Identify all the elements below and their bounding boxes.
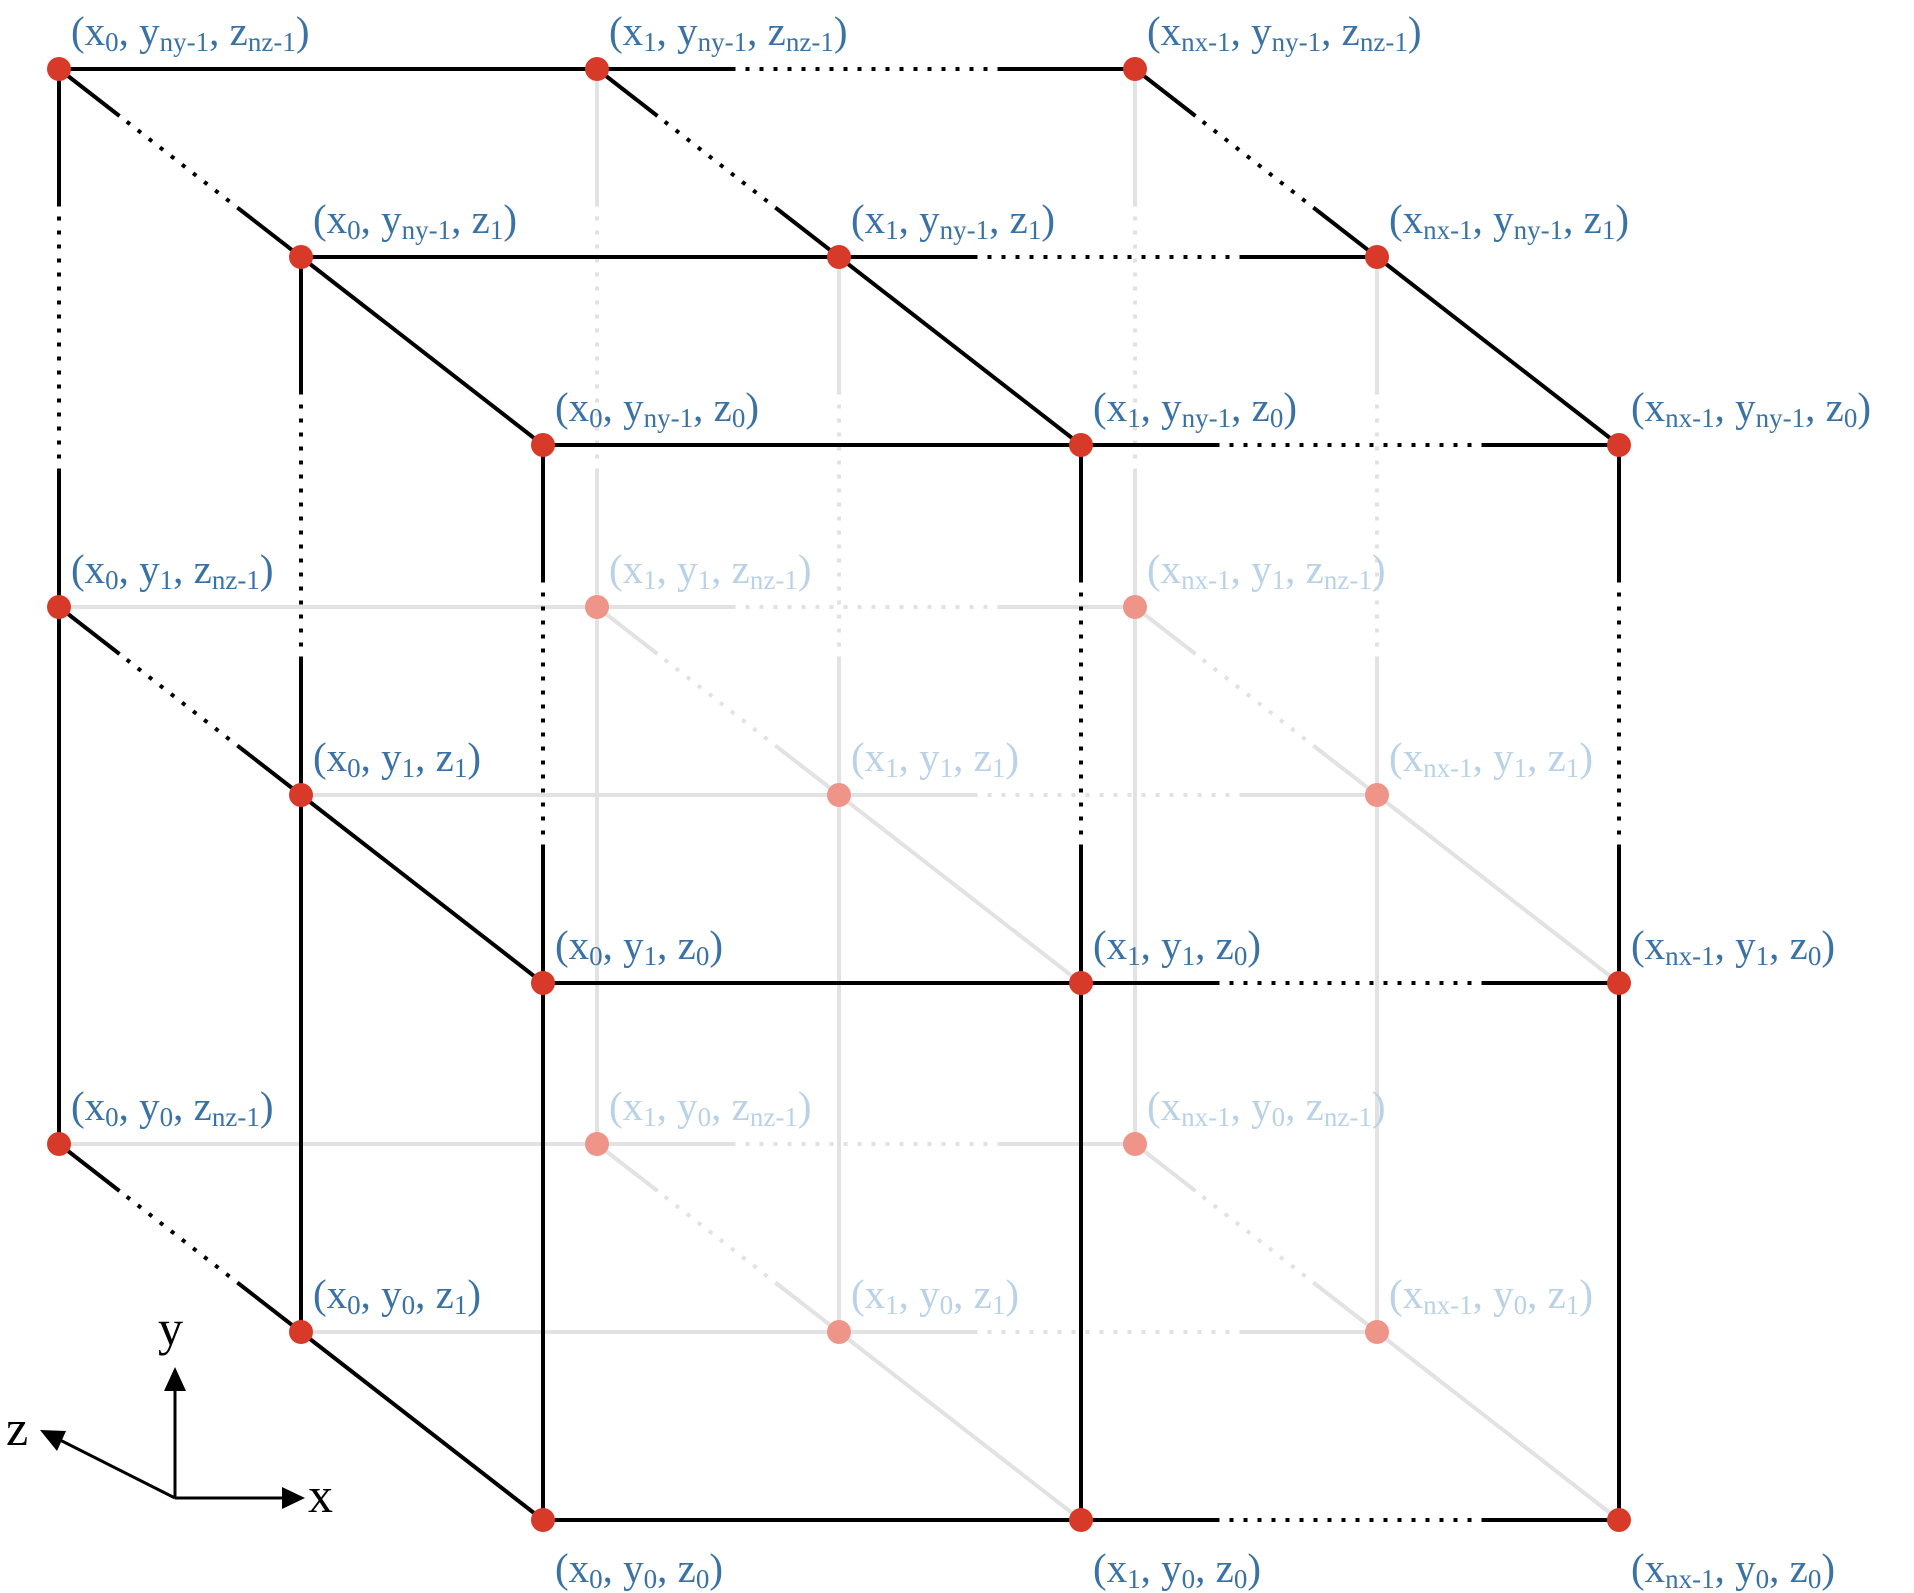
node-xn_yn_zn (1123, 57, 1147, 81)
node-x1_y1_zn (585, 595, 609, 619)
edge-x0_y1_z0-x0_y1_z1 (299, 793, 545, 985)
node-x1_y1_z0 (1069, 971, 1093, 995)
node-x0_y0_z0 (531, 1508, 555, 1532)
node-label-x0_y0_z1: (x0, y0, z1) (313, 1271, 481, 1320)
node-xn_y1_z1 (1365, 783, 1389, 807)
node-xn_y1_zn (1123, 595, 1147, 619)
node-label-xn_y0_z0: (xnx-1, y0, z0) (1631, 1545, 1835, 1593)
node-label-x0_y1_zn: (x0, y1, znz-1) (71, 546, 274, 595)
edge-xn_yn_z0-xn_yn_z1 (1375, 255, 1621, 447)
edge-x1_y0_z1-x1_y0_zn (595, 1142, 841, 1334)
x-arrowhead (282, 1487, 305, 1509)
node-label-x1_yn_z1: (x1, yny-1, z1) (851, 196, 1055, 245)
node-x0_yn_zn (47, 57, 71, 81)
node-label-xn_y1_z0: (xnx-1, y1, z0) (1631, 922, 1835, 971)
edge-xn_y1_z1-xn_y1_zn (1133, 605, 1379, 797)
node-x1_y0_z0 (1069, 1508, 1093, 1532)
node-xn_yn_z0 (1607, 433, 1631, 457)
node-x0_y0_z1 (289, 1320, 313, 1344)
node-label-xn_y1_z1: (xnx-1, y1, z1) (1389, 734, 1593, 783)
axis-indicator: x y z (6, 1300, 333, 1523)
node-x0_yn_z1 (289, 245, 313, 269)
edge-x1_yn_z1-x1_yn_zn (595, 67, 841, 259)
edge-x0_y1_z1-x0_y1_zn (57, 605, 303, 797)
node-label-xn_yn_z1: (xnx-1, yny-1, z1) (1389, 196, 1629, 245)
node-xn_y0_zn (1123, 1132, 1147, 1156)
node-xn_y0_z1 (1365, 1320, 1389, 1344)
node-label-xn_y0_z1: (xnx-1, y0, z1) (1389, 1271, 1593, 1320)
node-label-x0_y1_z0: (x0, y1, z0) (555, 922, 723, 971)
edge-x1_y1_z0-x1_y1_z1 (837, 793, 1083, 985)
node-label-x1_yn_zn: (x1, yny-1, znz-1) (609, 8, 848, 57)
node-label-x1_y1_z0: (x1, y1, z0) (1093, 922, 1261, 971)
grid-nodes (47, 57, 1631, 1532)
node-x1_y0_zn (585, 1132, 609, 1156)
node-x0_y0_zn (47, 1132, 71, 1156)
edge-x1_yn_z0-x1_yn_z1 (837, 255, 1083, 447)
node-xn_y1_z0 (1607, 971, 1631, 995)
node-labels: (x0, y0, z0) (x1, y0, z0) (xnx-1, y0, z0) (… (71, 8, 1871, 1593)
edge-x1_y1_z1-x1_y1_zn (595, 605, 841, 797)
node-label-x0_yn_z0: (x0, yny-1, z0) (555, 384, 759, 433)
node-x1_y0_z1 (827, 1320, 851, 1344)
edge-x0_yn_z0-x0_yn_z1 (299, 255, 545, 447)
node-label-x1_yn_z0: (x1, yny-1, z0) (1093, 384, 1297, 433)
node-xn_y0_z0 (1607, 1508, 1631, 1532)
z-arrowhead (40, 1430, 66, 1451)
node-label-xn_y1_zn: (xnx-1, y1, znz-1) (1147, 546, 1386, 595)
node-label-x1_y0_z0: (x1, y0, z0) (1093, 1545, 1261, 1593)
node-label-x0_yn_z1: (x0, yny-1, z1) (313, 196, 517, 245)
node-label-x0_y0_zn: (x0, y0, znz-1) (71, 1083, 274, 1132)
node-label-xn_yn_zn: (xnx-1, yny-1, znz-1) (1147, 8, 1422, 57)
edge-x0_yn_z1-x0_yn_zn (57, 67, 303, 259)
node-label-x0_y1_z1: (x0, y1, z1) (313, 734, 481, 783)
z-axis-label: z (6, 1400, 28, 1456)
edge-xn_y1_z0-xn_y1_z1 (1375, 793, 1621, 985)
node-label-x1_y0_zn: (x1, y0, znz-1) (609, 1083, 812, 1132)
edge-x0_y0_z1-x0_y0_zn (57, 1142, 303, 1334)
x-axis-label: x (308, 1467, 333, 1523)
node-label-x1_y1_zn: (x1, y1, znz-1) (609, 546, 812, 595)
edge-xn_y0_z0-xn_y0_z1 (1375, 1330, 1621, 1522)
z-axis-arrow (59, 1438, 176, 1500)
edge-xn_yn_z1-xn_yn_zn (1133, 67, 1379, 259)
node-label-x1_y1_z1: (x1, y1, z1) (851, 734, 1019, 783)
node-x1_y1_z1 (827, 783, 851, 807)
node-label-xn_yn_z0: (xnx-1, yny-1, z0) (1631, 384, 1871, 433)
edge-x0_y0_z0-x0_y0_z1 (299, 1330, 545, 1522)
node-label-x1_y0_z1: (x1, y0, z1) (851, 1271, 1019, 1320)
node-x1_yn_z1 (827, 245, 851, 269)
node-label-x0_yn_zn: (x0, yny-1, znz-1) (71, 8, 310, 57)
hidden-edges (59, 69, 1621, 1522)
node-x0_y1_zn (47, 595, 71, 619)
node-x0_yn_z0 (531, 433, 555, 457)
node-label-x0_y0_z0: (x0, y0, z0) (555, 1545, 723, 1593)
node-x1_yn_zn (585, 57, 609, 81)
y-arrowhead (164, 1367, 186, 1391)
node-xn_yn_z1 (1365, 245, 1389, 269)
visible-edges (57, 67, 1621, 1522)
node-x0_y1_z1 (289, 783, 313, 807)
node-x0_y1_z0 (531, 971, 555, 995)
edge-xn_y0_z1-xn_y0_zn (1133, 1142, 1379, 1334)
node-label-xn_y0_zn: (xnx-1, y0, znz-1) (1147, 1083, 1386, 1132)
edge-x1_y0_z0-x1_y0_z1 (837, 1330, 1083, 1522)
node-x1_yn_z0 (1069, 433, 1093, 457)
y-axis-label: y (158, 1300, 183, 1356)
